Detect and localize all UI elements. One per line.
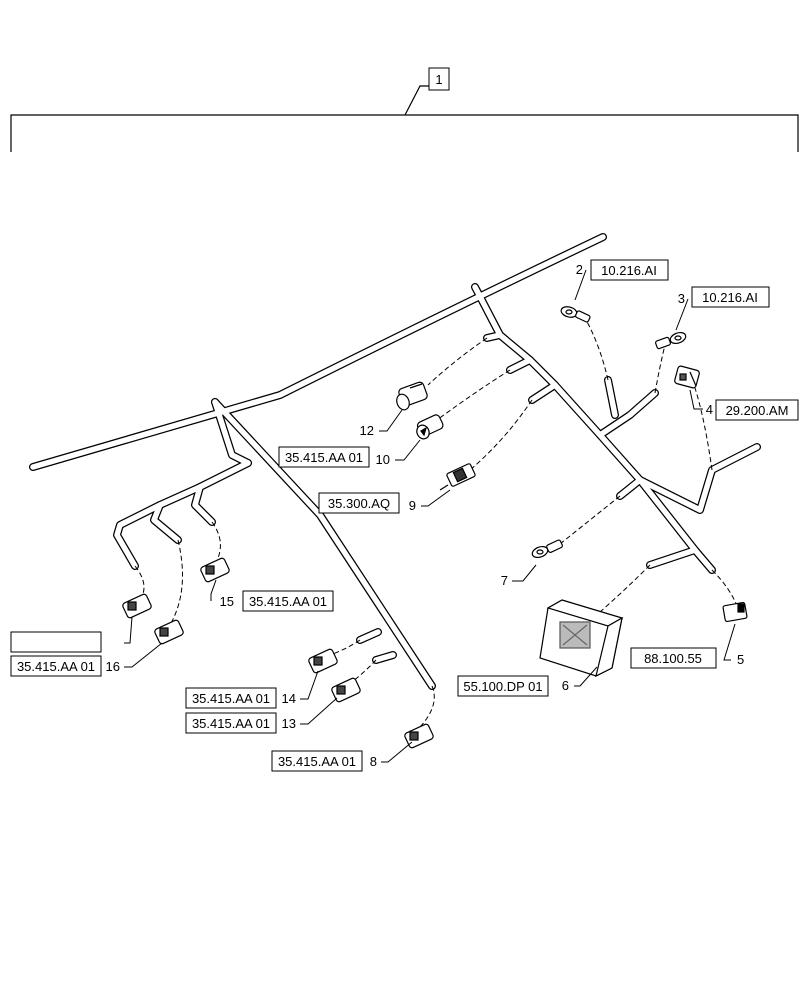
item-number-12: 13 (282, 716, 296, 731)
assembly-number-box[interactable]: 1 (428, 67, 450, 91)
ref-label-4: 29.200.AM (726, 403, 789, 418)
ref-box-14[interactable]: 35.415.AA 01 (242, 590, 334, 612)
item-number-11: 12 (360, 423, 374, 438)
item-numbers: 12 10 9 2 3 4 5 6 7 8 13 14 15 16 (106, 262, 745, 769)
ref-box-16[interactable] (10, 631, 102, 653)
item-number-13: 14 (282, 691, 296, 706)
ref-box-12[interactable]: 35.415.AA 01 (185, 712, 277, 734)
connector-9-icon[interactable] (439, 463, 476, 491)
ref-box-3[interactable]: 10.216.AI (691, 286, 770, 308)
item-number-7: 7 (501, 573, 508, 588)
assembly-number: 1 (435, 72, 442, 87)
ref-label-9: 35.300.AQ (328, 496, 390, 511)
dashed-connections (134, 317, 738, 728)
connector-16-icon[interactable] (122, 593, 152, 619)
ref-label-6: 55.100.DP 01 (463, 679, 542, 694)
assembly-bracket (10, 85, 799, 152)
item-number-15: 16 (106, 659, 120, 674)
connector-14-icon[interactable] (200, 557, 230, 583)
ref-box-8[interactable]: 35.415.AA 01 (271, 750, 363, 772)
item-number-6: 6 (562, 678, 569, 693)
ref-label-14: 35.415.AA 01 (249, 594, 327, 609)
ref-label-8: 35.415.AA 01 (278, 754, 356, 769)
ref-box-4[interactable]: 29.200.AM (715, 399, 799, 421)
ref-box-6[interactable]: 55.100.DP 01 (457, 675, 549, 697)
ring-terminal-7-icon[interactable] (531, 539, 563, 559)
ref-box-13[interactable]: 35.415.AA 01 (185, 687, 277, 709)
ref-box-15[interactable]: 35.415.AA 01 (10, 655, 102, 677)
ref-label-3: 10.216.AI (702, 290, 758, 305)
ring-terminal-3-icon[interactable] (655, 331, 687, 350)
item-number-5: 5 (737, 652, 744, 667)
leader-lines (124, 269, 736, 763)
ref-box-2[interactable]: 10.216.AI (590, 259, 669, 281)
ring-terminal-2-icon[interactable] (560, 305, 591, 323)
ref-label-5: 88.100.55 (644, 651, 702, 666)
ref-label-10: 35.415.AA 01 (285, 450, 363, 465)
ref-label-13: 35.415.AA 01 (192, 691, 270, 706)
control-module-6-icon[interactable] (539, 599, 624, 678)
connector-15-icon[interactable] (154, 619, 184, 645)
item-number-9: 9 (409, 498, 416, 513)
connector-8-icon[interactable] (404, 723, 434, 749)
item-number-14: 15 (220, 594, 234, 609)
ref-label-2: 10.216.AI (601, 263, 657, 278)
connector-11-icon[interactable] (395, 381, 429, 411)
connector-12-icon[interactable] (331, 677, 361, 703)
ref-box-9[interactable]: 35.300.AQ (318, 492, 400, 514)
connector-13-icon[interactable] (308, 648, 338, 674)
connector-10-icon[interactable] (415, 414, 445, 441)
harness-fill (30, 234, 760, 689)
connector-5-icon[interactable] (722, 601, 748, 623)
item-number-10: 10 (376, 452, 390, 467)
ref-label-12: 35.415.AA 01 (192, 716, 270, 731)
item-number-2: 2 (576, 262, 583, 277)
item-number-3: 3 (678, 291, 685, 306)
item-number-8: 8 (370, 754, 377, 769)
ref-box-5[interactable]: 88.100.55 (630, 647, 717, 669)
ref-label-15: 35.415.AA 01 (17, 659, 95, 674)
connector-4-icon[interactable] (674, 365, 700, 389)
ref-box-10[interactable]: 35.415.AA 01 (278, 446, 370, 468)
harness-outline (29, 233, 761, 690)
item-number-4: 4 (706, 402, 713, 417)
